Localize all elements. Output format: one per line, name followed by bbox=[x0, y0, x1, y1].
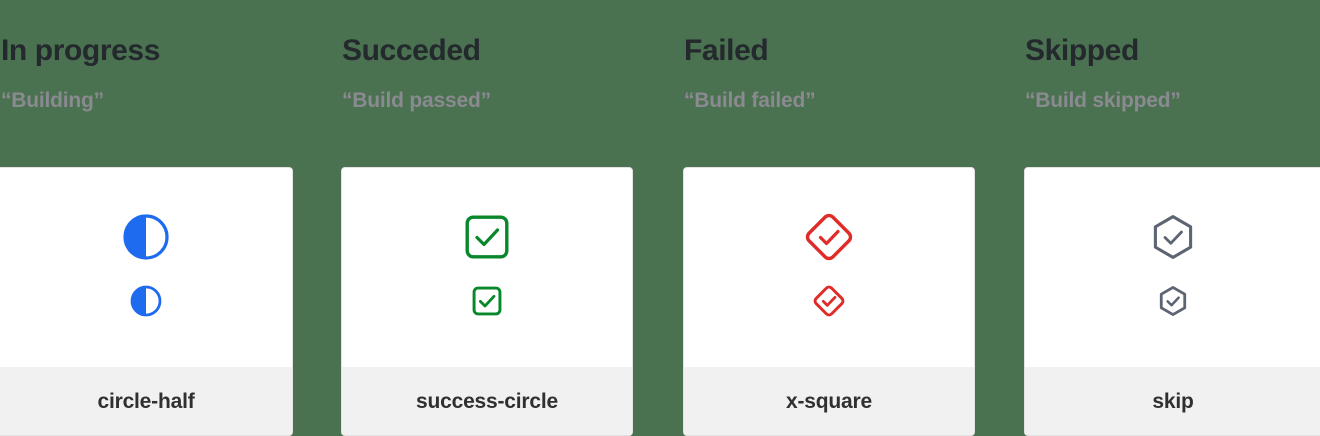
success-circle-icon-small bbox=[471, 285, 503, 317]
column-heading: Failed bbox=[684, 34, 769, 67]
skip-icon-small bbox=[1157, 285, 1189, 317]
icon-card-footer: success-circle bbox=[342, 367, 632, 435]
column-subheading: “Build skipped” bbox=[1025, 89, 1181, 112]
icon-card[interactable]: skip bbox=[1024, 167, 1320, 436]
icon-name-label: circle-half bbox=[97, 389, 195, 413]
status-column-succeeded: Succeded “Build passed” succes bbox=[341, 0, 681, 436]
icon-preview-area bbox=[0, 168, 292, 367]
icon-card-footer: skip bbox=[1025, 367, 1320, 435]
column-subheading: “Build passed” bbox=[342, 89, 491, 112]
x-square-icon-small bbox=[813, 285, 845, 317]
success-circle-icon bbox=[463, 213, 511, 261]
status-column-skipped: Skipped “Build skipped” skip bbox=[1024, 0, 1320, 436]
column-heading: Succeded bbox=[342, 34, 481, 67]
column-heading: Skipped bbox=[1025, 34, 1139, 67]
status-column-failed: Failed “Build failed” bbox=[683, 0, 1023, 436]
circle-half-icon-small bbox=[130, 285, 162, 317]
column-subheading: “Build failed” bbox=[684, 89, 816, 112]
icon-card[interactable]: success-circle bbox=[341, 167, 633, 436]
icon-name-label: skip bbox=[1152, 389, 1194, 413]
x-square-icon bbox=[805, 213, 853, 261]
icon-name-label: success-circle bbox=[416, 389, 558, 413]
column-subheading: “Building” bbox=[1, 89, 104, 112]
icon-card[interactable]: x-square bbox=[683, 167, 975, 436]
icon-card-footer: circle-half bbox=[0, 367, 292, 435]
status-column-in-progress: In progress “Building” circle- bbox=[0, 0, 340, 436]
icon-name-label: x-square bbox=[786, 389, 872, 413]
icon-card[interactable]: circle-half bbox=[0, 167, 293, 436]
skip-icon bbox=[1149, 213, 1197, 261]
circle-half-icon bbox=[122, 213, 170, 261]
column-heading: In progress bbox=[1, 34, 160, 67]
icon-card-footer: x-square bbox=[684, 367, 974, 435]
icon-preview-area bbox=[342, 168, 632, 367]
icon-preview-area bbox=[1025, 168, 1320, 367]
icon-preview-area bbox=[684, 168, 974, 367]
